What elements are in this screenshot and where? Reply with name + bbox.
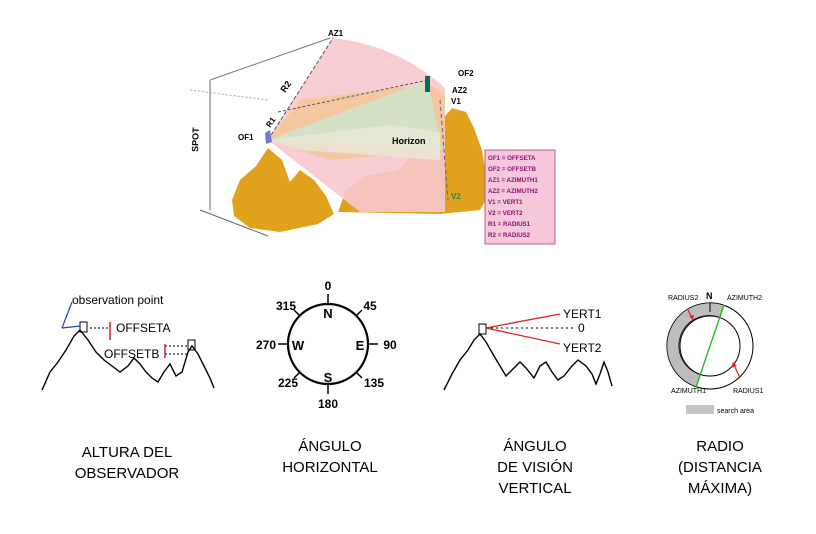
caption-line: VERTICAL — [498, 480, 572, 497]
legend-item: R1 = RADIUS1 — [488, 221, 531, 228]
target-icon — [187, 339, 196, 351]
legend-items: OF1 = OFFSETA OF2 = OFFSETB AZ1 = AZIMUT… — [488, 155, 538, 239]
legend-box — [484, 149, 556, 245]
observation-point-label: observation point — [72, 293, 164, 307]
caption-line: MÁXIMA) — [687, 480, 753, 497]
terrain-profile — [443, 332, 613, 391]
deg-225: 225 — [278, 376, 298, 390]
observer-height-panel: observation point OFFSETA OFFSETB — [41, 293, 215, 391]
legend-item: V1 = VERT1 — [488, 199, 523, 206]
azimuth-line — [695, 304, 725, 388]
radius2-label: RADIUS2 — [668, 295, 698, 302]
label-v2: V2 — [451, 192, 461, 201]
compass-n: N — [323, 306, 332, 321]
vert1-ray — [485, 313, 561, 329]
caption-line: (DISTANCIA — [678, 459, 762, 476]
caption-line: ALTURA DEL — [81, 444, 173, 461]
horizon-band — [268, 125, 440, 160]
deg-45: 45 — [363, 299, 377, 313]
offsetb-label: OFFSETB — [104, 347, 159, 361]
label-az1: AZ1 — [328, 29, 344, 38]
vert1-label: YERT1 — [563, 307, 602, 321]
terrain-profile — [41, 328, 215, 391]
legend-item: AZ1 = AZIMUTH1 — [488, 177, 538, 184]
compass-s: S — [324, 370, 333, 385]
caption-line: OBSERVADOR — [74, 465, 180, 482]
label-r2: R2 — [278, 79, 293, 94]
vert2-ray — [485, 327, 561, 345]
near-terrain — [232, 148, 334, 232]
offseta-label: OFFSETA — [116, 321, 170, 335]
label-az2: AZ2 — [452, 86, 468, 95]
deg-270: 270 — [256, 338, 276, 352]
caption-line: ÁNGULO — [503, 438, 567, 455]
deg-135: 135 — [364, 376, 384, 390]
caption-line: RADIO — [696, 438, 744, 455]
legend-item: AZ2 = AZIMUTH2 — [488, 188, 538, 195]
deg-90: 90 — [383, 338, 397, 352]
deg-0: 0 — [325, 279, 332, 293]
observer-icon — [478, 323, 487, 335]
azimuth1-label: AZIMUTH1 — [671, 388, 706, 395]
deg-180: 180 — [318, 397, 338, 411]
compass-w: W — [292, 338, 305, 353]
legend-item: OF2 = OFFSETB — [488, 166, 536, 173]
compass-panel: N S E W 0 45 90 135 180 225 270 315 — [256, 279, 397, 411]
vert2-label: YERT2 — [563, 341, 602, 355]
azimuth2-label: AZIMUTH2 — [727, 295, 762, 302]
label-of1: OF1 — [238, 133, 254, 142]
radius-panel: RADIUS2 N AZIMUTH2 AZIMUTH1 RADIUS1 sear… — [666, 291, 763, 415]
zero-label: 0 — [578, 321, 585, 335]
caption-line: ÁNGULO — [298, 438, 362, 455]
caption-observer-height: ALTURA DEL OBSERVADOR — [52, 442, 202, 484]
observer-icon — [79, 321, 88, 333]
top-3d-diagram: AZ1 OF2 AZ2 V1 R2 R1 SPOT OF1 Horizon V2… — [189, 29, 556, 245]
legend-item: OF1 = OFFSETA — [488, 155, 536, 162]
label-of2: OF2 — [458, 69, 474, 78]
caption-vertical-angle: ÁNGULO DE VISIÓN VERTICAL — [470, 436, 600, 499]
label-v1: V1 — [451, 97, 461, 106]
search-area-label: search area — [717, 408, 754, 415]
north-label: N — [706, 291, 713, 301]
search-area-swatch — [686, 405, 714, 414]
compass-e: E — [356, 338, 365, 353]
label-spot: SPOT — [190, 127, 201, 152]
legend-item: R2 = RADIUS2 — [488, 232, 531, 239]
caption-horizontal-angle: ÁNGULO HORIZONTAL — [265, 436, 395, 478]
deg-315: 315 — [276, 299, 296, 313]
caption-line: HORIZONTAL — [282, 459, 378, 476]
caption-radius: RADIO (DISTANCIA MÁXIMA) — [655, 436, 785, 499]
label-horizon: Horizon — [392, 136, 426, 146]
legend-item: V2 = VERT2 — [488, 210, 523, 217]
vertical-angle-panel: YERT1 0 YERT2 — [443, 307, 613, 391]
caption-line: DE VISIÓN — [497, 459, 573, 476]
radius1-label: RADIUS1 — [733, 388, 763, 395]
